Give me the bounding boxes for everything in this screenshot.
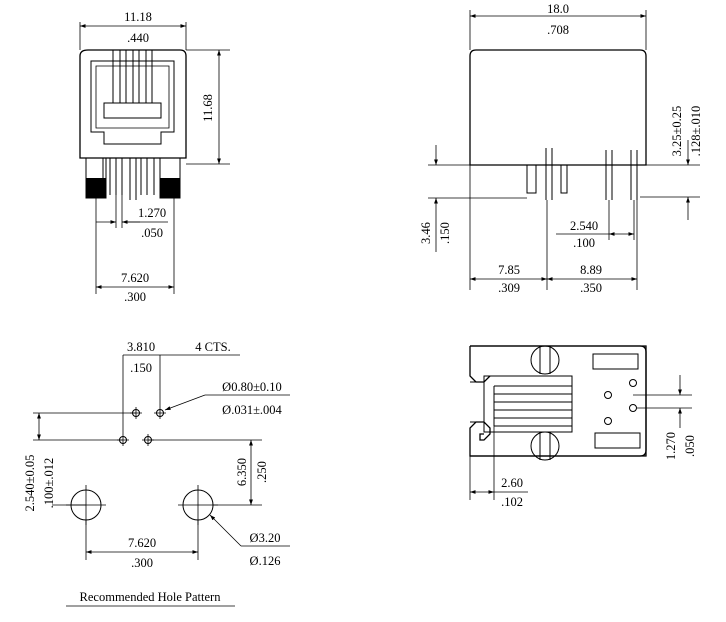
side-standoff-dimension: 3.25±0.25 .128±.010 [640,106,703,220]
side-standoff-mm-label: 3.25±0.25 [670,106,684,157]
row-offset-in-label: .100±.012 [42,458,56,509]
row-offset-dimension: 2.540±0.05 .100±.012 [23,412,136,512]
bottom-view: 1.270 .050 2.60 .102 [469,345,697,509]
hole-post-spacing-mm-label: 7.620 [128,536,156,550]
side-length-mm-label: 18.0 [547,2,569,16]
large-hole-callout: Ø3.20 Ø.126 [209,514,290,568]
side-pin-pitch-in-label: .100 [573,236,595,250]
hole-post-spacing-in-label: .300 [131,556,153,570]
hole-pattern-caption: Recommended Hole Pattern [80,590,222,604]
small-hole-callout: Ø0.80±0.10 Ø.031±.004 [164,380,290,417]
bottom-edge-mm-label: 2.60 [501,476,523,490]
side-pin-pitch-dimension: 2.540 .100 [556,200,635,250]
front-post-spacing-dimension: 7.620 .300 [95,198,175,304]
front-width-dimension: 11.18 .440 [79,10,187,50]
front-pin-pitch-in-label: .050 [141,226,163,240]
side-length-dimension: 18.0 .708 [469,2,647,50]
small-hole-mm-label: Ø0.80±0.10 [222,380,282,394]
side-dist1-mm-label: 7.85 [498,263,520,277]
side-dist1-in-label: .309 [498,281,520,295]
side-pin-pitch-mm-label: 2.540 [570,219,598,233]
large-holes [66,485,218,525]
side-base-dimensions: 7.85 .309 8.89 .350 [469,165,638,295]
side-dist2-mm-label: 8.89 [580,263,602,277]
side-dist2-in-label: .350 [580,281,602,295]
front-height-mm-label: 11.68 [201,94,215,122]
side-pin-length-mm-label: 3.46 [419,222,433,244]
hole-pitch-dimension: 3.810 .150 4 CTS. [122,340,240,434]
post-offset-mm-label: 6.350 [235,458,249,486]
bottom-edge-in-label: .102 [501,495,523,509]
bottom-pitch-in-label: .050 [683,435,697,457]
side-standoff-in-label: .128±.010 [689,106,703,157]
front-width-mm-label: 11.18 [124,10,152,24]
front-post-spacing-in-label: .300 [124,290,146,304]
front-post-spacing-mm-label: 7.620 [121,271,149,285]
front-pin-pitch-dimension: 1.270 .050 [96,195,168,240]
front-view: 11.18 .440 11.68 1.270 .050 7.620 .300 [79,10,230,304]
large-hole-in-label: Ø.126 [250,554,281,568]
hole-count-note: 4 CTS. [195,340,230,354]
bottom-pitch-dimension: 1.270 .050 [633,375,697,460]
front-view-body [79,49,187,200]
side-pin-length-in-label: .150 [438,222,452,244]
small-hole-in-label: Ø.031±.004 [222,403,282,417]
front-pin-pitch-mm-label: 1.270 [138,206,166,220]
bottom-view-body [469,345,647,461]
hole-pattern-caption-group: Recommended Hole Pattern [66,590,235,607]
side-view: 18.0 .708 3.25±0.25 .128±.010 3.46 .150 [419,2,703,295]
hole-pitch-mm-label: 3.810 [127,340,155,354]
hole-pitch-in-label: .150 [130,361,152,375]
row-offset-mm-label: 2.540±0.05 [23,455,37,512]
hole-post-spacing-dimension: 7.620 .300 [85,520,199,570]
side-length-in-label: .708 [547,23,569,37]
post-offset-dimension: 6.350 .250 [148,439,269,506]
front-width-in-label: .440 [127,31,149,45]
hole-pattern: 3.810 .150 4 CTS. Ø0.80±0.10 Ø.031±.004 … [23,340,290,607]
front-height-dimension: 11.68 [186,49,230,165]
post-offset-in-label: .250 [255,461,269,483]
bottom-edge-dimension: 2.60 .102 [469,426,528,509]
side-pin-length-dimension: 3.46 .150 [419,145,527,252]
side-view-body [469,49,647,200]
large-hole-mm-label: Ø3.20 [250,531,281,545]
bottom-pitch-mm-label: 1.270 [664,432,678,460]
